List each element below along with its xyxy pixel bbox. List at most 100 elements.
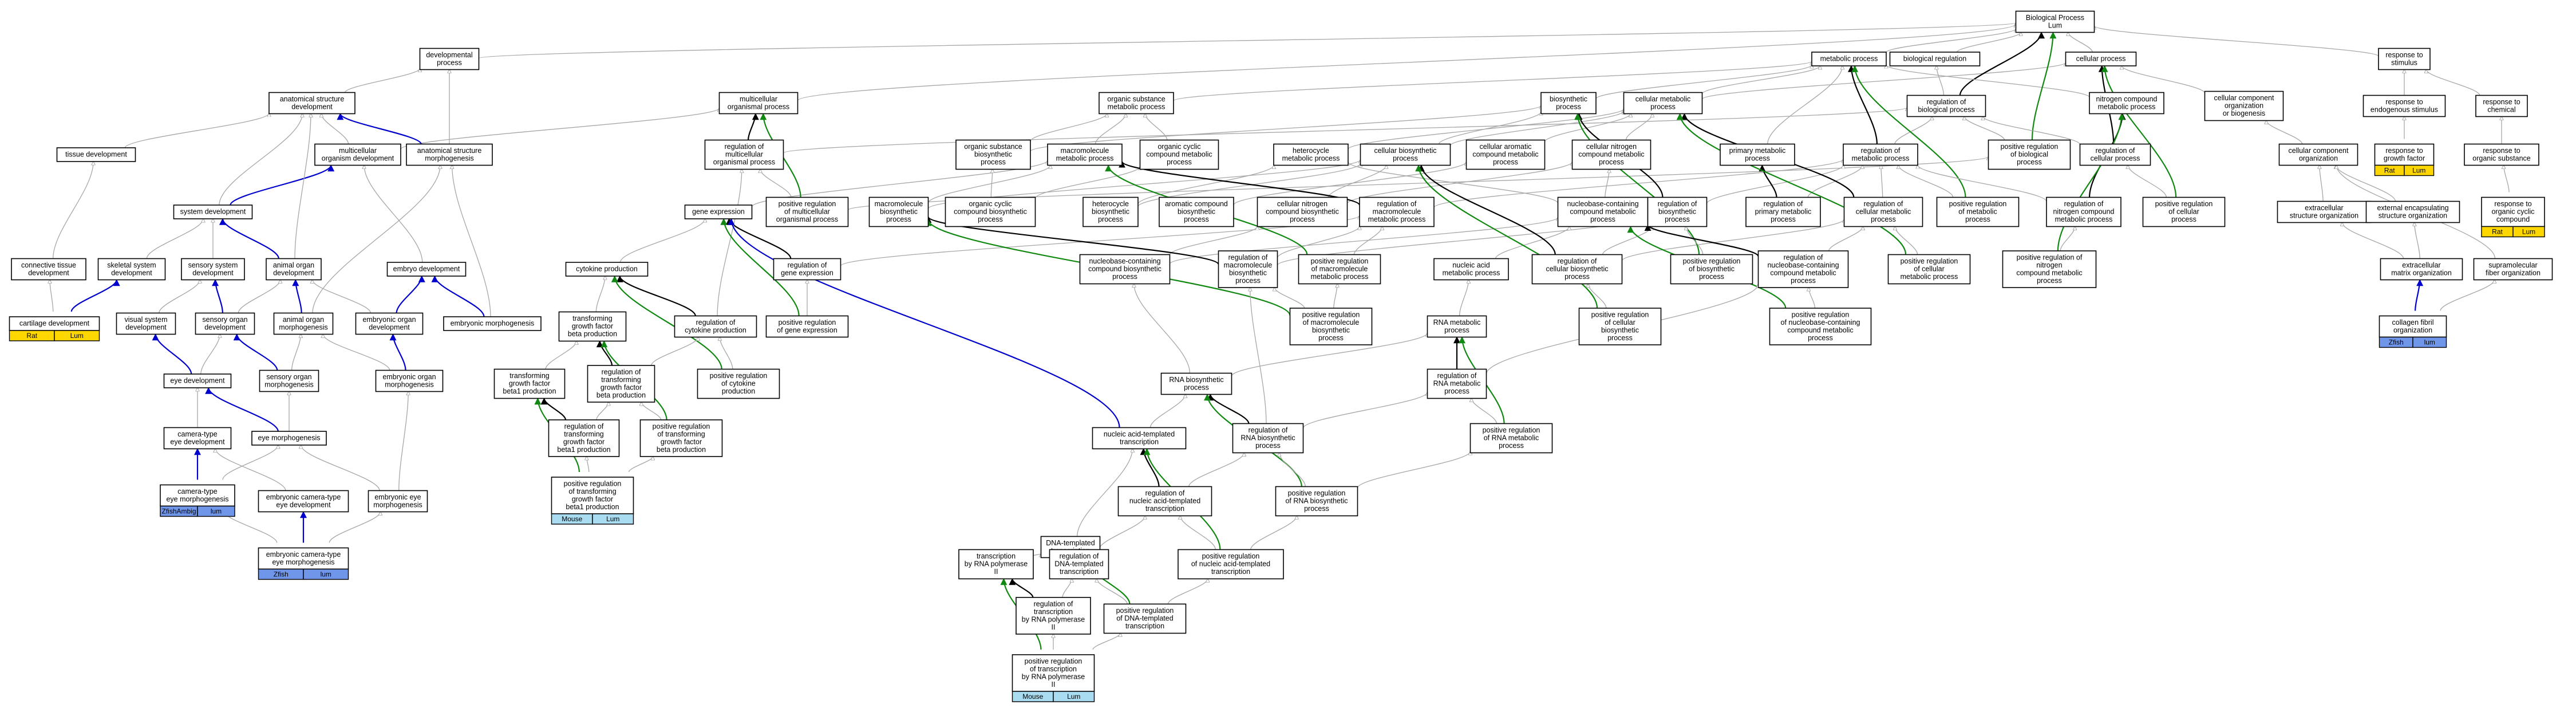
go-term-node-tissd[interactable]: tissue development	[56, 147, 136, 162]
go-term-node-embd[interactable]: embryo development	[386, 262, 467, 277]
go-term-node-embm[interactable]: embryonic morphogenesis	[443, 316, 542, 331]
go-term-node-ge[interactable]: gene expression	[684, 204, 753, 219]
go-term-node-breg[interactable]: biological regulation	[1889, 52, 1981, 66]
go-term-node-ed[interactable]: eye development	[163, 373, 232, 388]
go-term-node-mp[interactable]: metabolic process	[1811, 52, 1887, 66]
go-term-node-rmbp[interactable]: regulation ofmacromoleculebiosyntheticpr…	[1218, 250, 1278, 288]
go-term-node-em[interactable]: eye morphogenesis	[251, 431, 327, 446]
go-term-node-rnccmp[interactable]: regulation ofnucleobase-containingcompou…	[1757, 250, 1849, 288]
go-term-node-sysd[interactable]: system development	[173, 204, 253, 219]
go-term-node-cytp[interactable]: cytokine production	[565, 262, 649, 277]
